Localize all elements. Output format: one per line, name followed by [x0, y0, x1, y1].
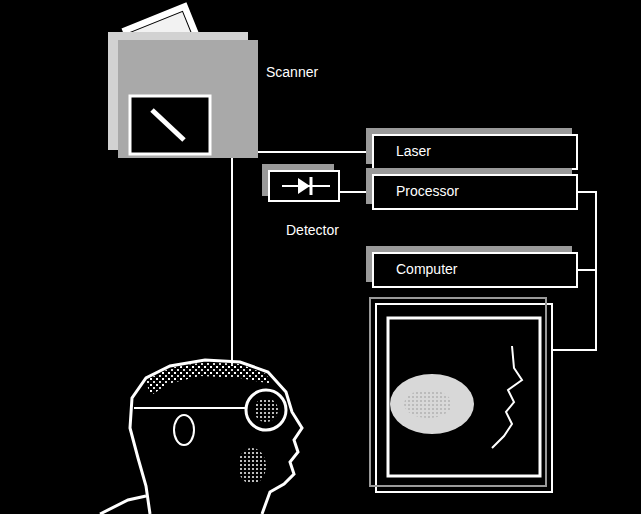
monitor-screen	[388, 318, 540, 476]
scan-line	[134, 407, 250, 409]
ear	[174, 415, 194, 445]
mirror-housing	[130, 96, 210, 154]
eye-detail	[254, 398, 278, 422]
node-label: Laser	[374, 136, 576, 160]
connector-wire	[258, 151, 372, 153]
diode-symbol	[270, 172, 338, 200]
scan-region	[238, 448, 266, 484]
scanner-mechanism	[118, 40, 258, 158]
connector-wire	[340, 191, 372, 193]
node-label: Computer	[374, 254, 576, 278]
scan-image-detail	[404, 390, 452, 418]
scanner-panel: Scanner	[118, 40, 258, 158]
monitor-frame	[376, 304, 552, 492]
laser-box: Laser	[372, 134, 578, 170]
monitor-shadow	[370, 298, 546, 486]
node-label: Detector	[264, 222, 339, 239]
node-label: Processor	[374, 176, 576, 200]
scan-image	[390, 374, 474, 434]
computer-box: Computer	[372, 252, 578, 288]
head-outline	[130, 360, 302, 514]
detector-box: Detector	[268, 170, 340, 202]
eye-lens	[246, 390, 286, 430]
profile-line	[492, 346, 522, 448]
connector-wire	[578, 192, 596, 270]
node-label: Scanner	[266, 64, 318, 81]
mirror	[152, 110, 184, 140]
shoulder	[100, 496, 146, 514]
hair	[146, 362, 272, 396]
processor-box: Processor	[372, 174, 578, 210]
